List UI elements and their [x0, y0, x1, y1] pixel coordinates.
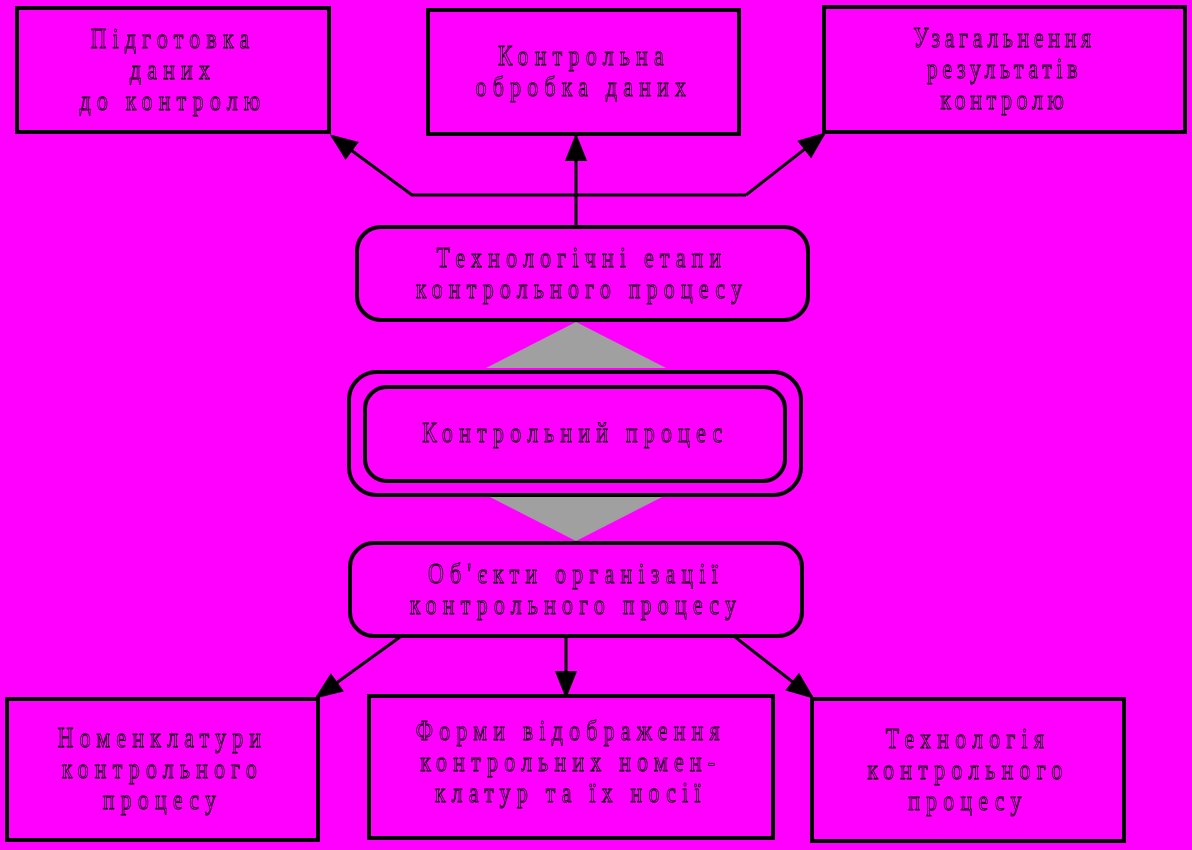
box-control-process-label: Контрольний процес — [421, 418, 729, 450]
box-control-processing-label: Контрольна обробка даних — [475, 41, 692, 104]
box-control-process-outer: Контрольний процес — [347, 370, 803, 497]
box-organization-objects: Об'єкти організації контрольного процесу — [348, 541, 804, 638]
box-data-preparation-label: Підготовка даних до контролю — [79, 23, 267, 117]
triangle-up — [486, 322, 666, 368]
connector-to-summary — [745, 132, 827, 197]
box-nomenclature: Номенклатури контрольного процесу — [5, 697, 320, 842]
box-organization-objects-label: Об'єкти організації контрольного процесу — [409, 558, 743, 621]
box-results-summary-label: Узагальнення результатів контролю — [913, 23, 1096, 117]
connector-to-nomenclature — [314, 635, 401, 699]
box-nomenclature-label: Номенклатури контрольного процесу — [57, 723, 268, 817]
box-results-summary: Узагальнення результатів контролю — [822, 5, 1187, 134]
connector-to-prep — [329, 134, 746, 197]
box-control-processing: Контрольна обробка даних — [426, 8, 741, 136]
box-technological-stages-label: Технологічні етапи контрольного процесу — [416, 242, 749, 305]
connector-to-technology — [734, 635, 815, 699]
box-display-forms-label: Форми відображення контрольних номен- кл… — [415, 716, 727, 810]
box-technological-stages: Технологічні етапи контрольного процесу — [355, 225, 810, 322]
box-control-process: Контрольний процес — [363, 384, 787, 483]
box-display-forms: Форми відображення контрольних номен- кл… — [367, 694, 775, 840]
box-control-technology-label: Технологія контрольного процесу — [867, 723, 1069, 817]
triangle-down — [486, 495, 666, 541]
box-control-technology: Технологія контрольного процесу — [810, 697, 1126, 843]
box-data-preparation: Підготовка даних до контролю — [15, 6, 331, 134]
